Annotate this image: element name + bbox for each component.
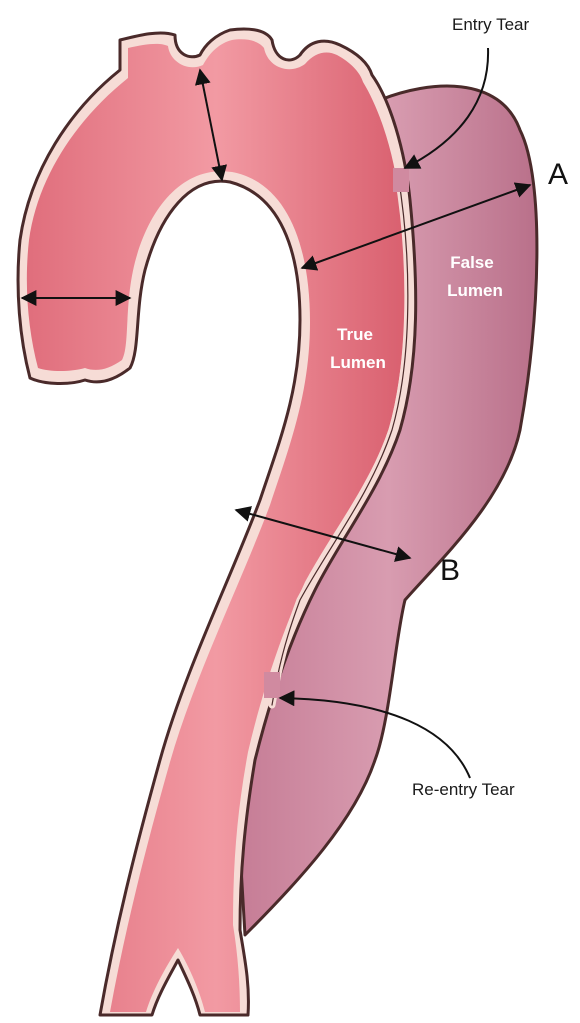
entry-tear-gap [393,168,409,192]
point-a-label: A [548,158,568,191]
entry-tear-label: Entry Tear [452,15,530,34]
false-lumen-label-line2: Lumen [447,281,503,300]
true-lumen-label-line2: Lumen [330,353,386,372]
point-b-label: B [440,554,460,587]
true-lumen-label-line1: True [337,325,373,344]
reentry-tear-gap [264,672,280,698]
false-lumen-label-line1: False [450,253,493,272]
reentry-tear-label: Re-entry Tear [412,780,515,799]
